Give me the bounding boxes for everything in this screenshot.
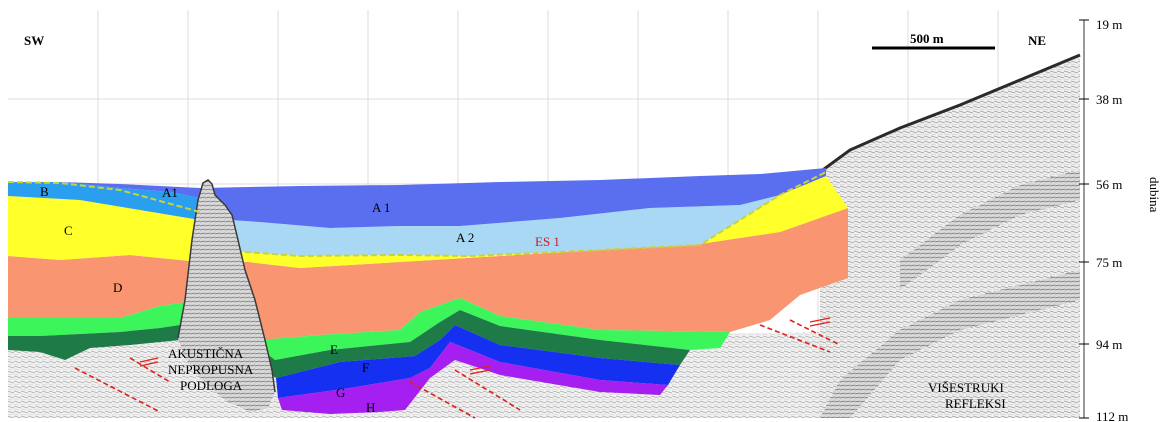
unit-a1-label-left: A1	[162, 185, 178, 200]
unit-g-label: G	[336, 385, 345, 400]
fault-arrows	[139, 317, 831, 375]
direction-sw-label: SW	[24, 33, 44, 48]
scale-bar-label: 500 m	[910, 31, 944, 46]
seabed-line	[819, 53, 1081, 174]
unit-c-label: C	[64, 223, 73, 238]
basement-annotation-line: PODLOGA	[180, 378, 243, 393]
direction-ne-label: NE	[1028, 33, 1046, 48]
depth-tick-label: 38 m	[1096, 92, 1122, 107]
basement-annotation-line: NEPROPUSNA	[168, 362, 254, 377]
depth-axis-ticks	[1079, 19, 1089, 419]
unit-a1-label: A 1	[372, 200, 390, 215]
unit-f-label: F	[362, 360, 369, 375]
unit-e-label: E	[330, 342, 338, 357]
multiple-reflection-1	[900, 170, 1080, 290]
fault-arrow	[139, 357, 159, 367]
fault-line	[759, 324, 831, 353]
unit-a2	[200, 195, 780, 256]
unit-a2-label: A 2	[456, 230, 474, 245]
basement-peak	[178, 180, 275, 412]
depth-axis-title: dubina	[1147, 177, 1162, 213]
depth-tick-label: 56 m	[1096, 177, 1122, 192]
fault-arrow	[809, 317, 831, 327]
multiple-reflection-2	[820, 270, 1080, 418]
es1-surface-line	[7, 171, 827, 258]
fault-line	[454, 369, 521, 411]
unit-c	[8, 176, 848, 268]
depth-tick-label: 75 m	[1096, 255, 1122, 270]
basement-peak-outline	[177, 179, 276, 393]
fault-line	[789, 319, 841, 346]
unit-b	[8, 182, 200, 220]
es1-label: ES 1	[535, 234, 560, 249]
multiples-annotation-line: REFLEKSI	[945, 396, 1006, 411]
multiples-annotation-line: VIŠESTRUKI	[928, 380, 1004, 395]
faults	[74, 319, 841, 419]
unit-b-label: B	[40, 184, 49, 199]
fault-line	[409, 381, 476, 419]
unit-g	[276, 325, 680, 398]
unit-h	[278, 342, 668, 414]
depth-tick-label: 19 m	[1096, 17, 1122, 32]
fault-arrow	[469, 365, 491, 375]
unit-h-label: H	[366, 400, 375, 415]
depth-tick-label: 94 m	[1096, 337, 1122, 352]
basement-annotation-line: AKUSTIČNA	[168, 346, 244, 361]
unit-d-label: D	[113, 280, 122, 295]
unit-f	[8, 310, 690, 378]
depth-tick-label: 112 m	[1096, 409, 1128, 422]
